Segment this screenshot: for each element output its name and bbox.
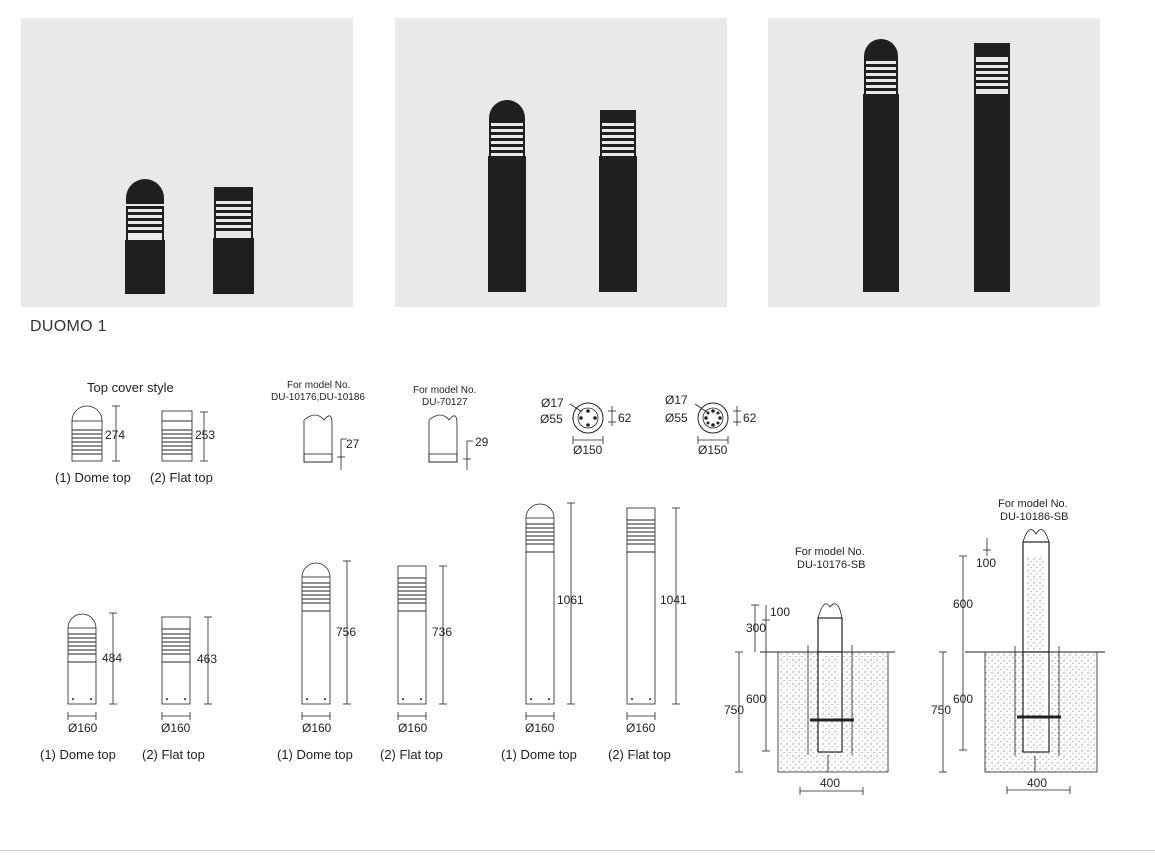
install-1-line1: For model No.	[795, 546, 865, 558]
bollard-4-label: (2) Flat top	[380, 747, 443, 762]
bollard-3-diameter: Ø160	[302, 721, 332, 735]
bollard-1-height: 484	[102, 651, 123, 665]
base-plate-1-height: 62	[618, 411, 632, 425]
install-1-line2: DU-10176-SB	[797, 559, 866, 571]
bollard-5-height: 1061	[557, 593, 584, 607]
base-plate-1-inner: Ø55	[540, 412, 563, 426]
install-1-drawing	[735, 603, 895, 795]
model-note-b-dim: 29	[475, 435, 489, 449]
base-plate-2-outer: Ø150	[698, 443, 728, 457]
page-bottom-divider	[0, 850, 1155, 851]
install-2-line2: DU-10186-SB	[1000, 511, 1069, 523]
bollard-2-label: (2) Flat top	[142, 747, 205, 762]
bollard-2-drawing	[161, 616, 212, 720]
product-title: DUOMO 1	[30, 318, 107, 335]
model-note-a-line1: For model No.	[287, 380, 351, 391]
bollard-6-drawing	[626, 507, 680, 720]
base-plate-1-outer: Ø150	[573, 443, 603, 457]
base-plate-2-drawing	[694, 402, 741, 444]
dome-top-label: (1) Dome top	[55, 470, 131, 485]
install-2-top: 100	[976, 556, 997, 570]
bollard-2-height: 463	[197, 652, 218, 666]
flat-top-height: 253	[195, 428, 216, 442]
model-note-b-line1: For model No.	[413, 385, 477, 396]
dome-top-height: 274	[105, 428, 126, 442]
base-plate-2-bolt: Ø17	[665, 393, 688, 407]
bollard-5-diameter: Ø160	[525, 721, 555, 735]
product-photo-short	[21, 18, 353, 307]
install-1-depth: 750	[724, 703, 745, 717]
install-1-width: 400	[820, 776, 841, 790]
install-2-below: 600	[953, 692, 974, 706]
model-note-b-line2: DU-70127	[422, 397, 468, 408]
bollard-5-drawing	[525, 502, 575, 720]
dome-top-drawing	[71, 405, 120, 462]
model-note-a-dim: 27	[346, 437, 360, 451]
bollard-4-height: 736	[432, 625, 453, 639]
flat-top-label: (2) Flat top	[150, 470, 213, 485]
model-note-b-drawing	[428, 414, 473, 470]
install-1-above: 300	[746, 621, 767, 635]
base-plate-1-bolt: Ø17	[541, 396, 564, 410]
install-2-drawing	[939, 529, 1105, 794]
medium-bollards-illustration	[488, 100, 637, 292]
base-plate-2-inner: Ø55	[665, 411, 688, 425]
bollard-4-drawing	[397, 565, 447, 720]
install-2-line1: For model No.	[998, 498, 1068, 510]
install-1-below: 600	[746, 692, 767, 706]
bollard-drawings	[67, 502, 680, 720]
bollard-2-diameter: Ø160	[161, 721, 191, 735]
bollard-1-label: (1) Dome top	[40, 747, 116, 762]
product-photo-medium	[395, 18, 727, 307]
install-2-depth: 750	[931, 703, 952, 717]
bollard-3-label: (1) Dome top	[277, 747, 353, 762]
bollard-5-label: (1) Dome top	[501, 747, 577, 762]
bollard-6-diameter: Ø160	[626, 721, 656, 735]
bollard-6-label: (2) Flat top	[608, 747, 671, 762]
bollard-4-diameter: Ø160	[398, 721, 428, 735]
install-2-above: 600	[953, 597, 974, 611]
install-1-top: 100	[770, 605, 791, 619]
bollard-3-height: 756	[336, 625, 357, 639]
product-photo-tall	[768, 18, 1100, 307]
model-note-a-drawing	[303, 414, 347, 470]
flat-top-drawing	[161, 410, 208, 462]
short-bollards-illustration	[125, 179, 254, 294]
install-2-width: 400	[1027, 776, 1048, 790]
top-cover-heading: Top cover style	[87, 380, 174, 395]
bollard-6-height: 1041	[660, 593, 687, 607]
base-plate-2-height: 62	[743, 411, 757, 425]
bollard-3-drawing	[301, 560, 351, 720]
base-plate-1-drawing	[569, 402, 616, 444]
bollard-1-drawing	[67, 612, 117, 720]
model-note-a-line2: DU-10176,DU-10186	[271, 392, 365, 403]
tall-bollards-illustration	[863, 39, 1010, 292]
bollard-1-diameter: Ø160	[68, 721, 98, 735]
